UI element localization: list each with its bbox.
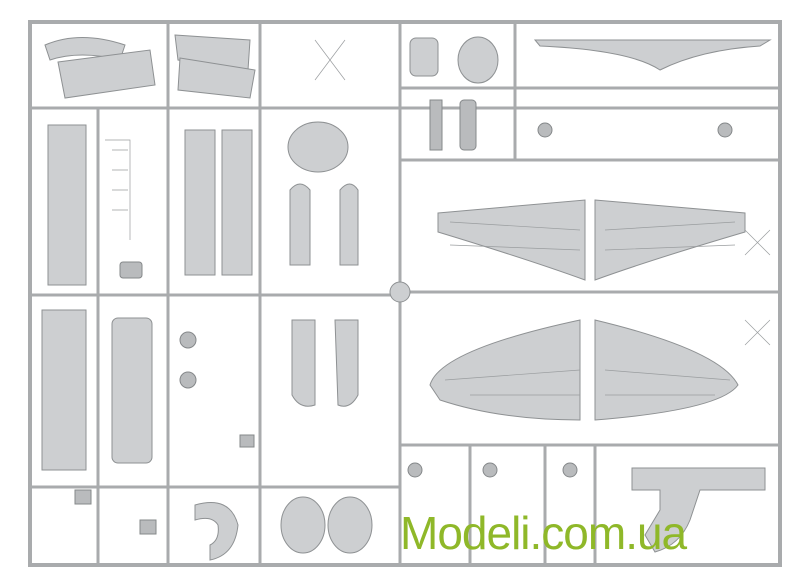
watermark-text: Modeli.com.ua: [400, 507, 687, 559]
fuselage-panels: [44, 34, 772, 99]
small-parts: [74, 39, 771, 535]
wing-parts: [429, 199, 766, 553]
sprue-frame: [28, 20, 782, 567]
hull-panels: [41, 121, 373, 561]
